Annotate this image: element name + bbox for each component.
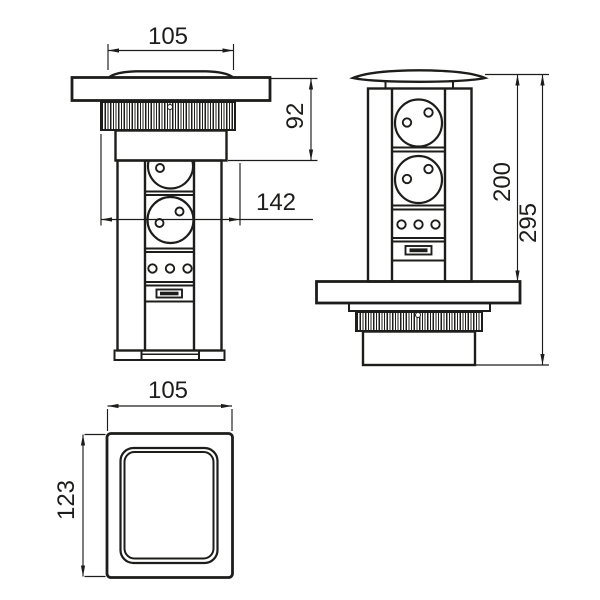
arrow-down <box>308 149 314 161</box>
dimension-plan-depth-123 <box>80 433 106 578</box>
front-view-retracted <box>70 70 272 361</box>
ring-marker-dot <box>415 311 421 318</box>
dim-label-cap-width: 105 <box>147 23 189 50</box>
dim-label-plan-depth: 123 <box>53 479 80 521</box>
cap-inner-line <box>123 451 215 560</box>
tower-body <box>366 87 473 283</box>
top-plan-view <box>105 432 234 579</box>
collar <box>114 129 228 162</box>
mounting-flange <box>70 76 272 102</box>
arrow-down <box>515 270 520 282</box>
socket-outlet-icon <box>393 154 444 205</box>
earth-pin-hole <box>423 163 434 175</box>
arrow-up <box>540 74 545 86</box>
cap-outline <box>119 446 219 565</box>
indicator-holes <box>396 219 441 230</box>
mounting-flange <box>315 280 522 305</box>
socket-pin-hole <box>401 173 413 185</box>
earth-pin-hole <box>174 206 185 217</box>
arrow-right <box>221 403 232 409</box>
arrow-down <box>80 565 86 577</box>
arrow-right <box>229 217 240 222</box>
indicator-holes <box>147 263 193 274</box>
dimension-plan-width-105 <box>106 403 233 431</box>
dimension-cap-width-105 <box>107 44 235 70</box>
socket-pin-hole <box>155 163 165 173</box>
cap-dome <box>108 70 234 79</box>
dimension-under-counter-92 <box>228 77 318 162</box>
usb-port-icon <box>155 288 183 299</box>
front-view-extended <box>315 69 522 367</box>
arrow-up <box>308 78 314 90</box>
dim-label-cutout-width: 142 <box>255 189 297 216</box>
dimension-raised-200 <box>485 73 549 282</box>
dim-label-raised-height: 200 <box>489 161 516 203</box>
socket-outlet-icon <box>393 98 444 148</box>
dim-label-plan-width: 105 <box>147 377 189 404</box>
arrow-up <box>515 74 520 86</box>
lower-housing <box>361 330 477 367</box>
socket-outlet-icon <box>146 160 195 190</box>
dimension-total-295 <box>475 74 549 366</box>
ring-marker-dot <box>167 104 173 110</box>
arrow-left <box>108 48 119 53</box>
arrow-left <box>107 403 119 409</box>
socket-pin-hole <box>154 218 165 228</box>
dimension-cutout-142 <box>100 134 313 226</box>
usb-port-icon <box>404 245 433 256</box>
arrow-right <box>222 48 234 53</box>
dim-label-total-height: 295 <box>515 202 542 244</box>
arrow-up <box>80 434 86 446</box>
base-strip <box>113 349 226 361</box>
earth-pin-hole <box>423 107 434 118</box>
arrow-left <box>101 217 112 222</box>
outer-bezel <box>105 432 234 579</box>
socket-pin-hole <box>401 117 413 128</box>
cap-lens <box>349 69 489 84</box>
arrow-down <box>540 354 545 365</box>
dim-label-under-counter-height: 92 <box>282 102 309 130</box>
knurled-ring <box>100 101 236 131</box>
